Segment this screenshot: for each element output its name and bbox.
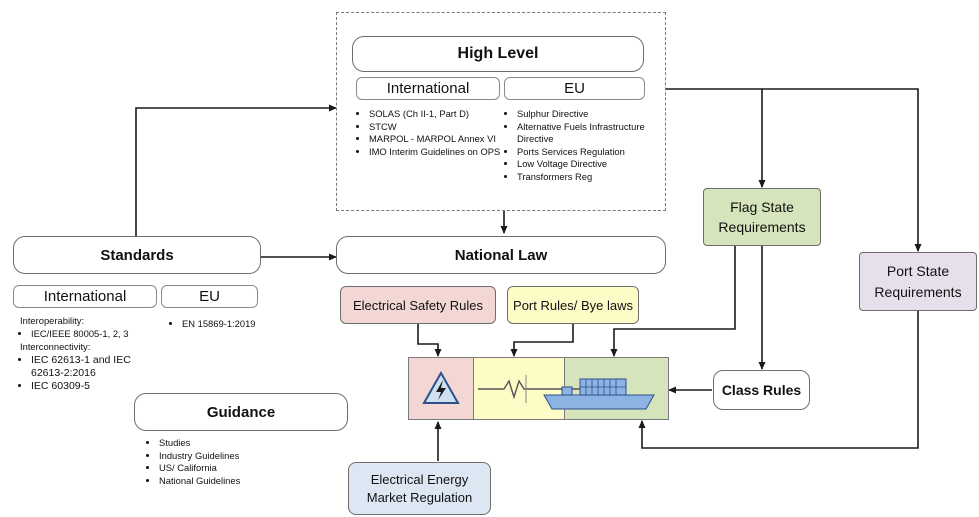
high-level-eu-header: EU [504,77,645,100]
national-law-box: National Law [336,236,666,274]
high-level-eu-label: EU [564,80,585,97]
standards-international-header: International [13,285,157,308]
guidance-box: Guidance [134,393,348,431]
high-voltage-icon [422,371,460,404]
high-level-to-flag-state-connector [666,88,766,188]
flag-state-label: Flag State Requirements [718,199,806,235]
electrical-safety-to-system-connector [417,324,442,357]
list-item: Alternative Fuels Infrastructure Directi… [517,121,663,146]
high-level-to-port-state-connector [762,88,922,252]
flag-state-to-ship-connector [610,246,736,357]
port-rules-label: Port Rules/ Bye laws [513,297,633,313]
list-item: IMO Interim Guidelines on OPS [369,146,511,159]
list-item: US/ California [159,462,309,475]
interconnectivity-list: IEC 62613-1 and IEC 62613-2:2016 IEC 603… [20,354,166,393]
high-level-title: High Level [352,36,644,72]
list-item: EN 15869-1:2019 [182,318,262,331]
list-item: IEC 62613-1 and IEC 62613-2:2016 [31,354,166,380]
national-law-label: National Law [454,246,548,264]
interoperability-label: Interoperability: [20,315,85,326]
standards-title: Standards [100,246,174,264]
high-level-eu-list: Sulphur Directive Alternative Fuels Infr… [506,108,663,184]
guidance-title: Guidance [206,403,276,421]
list-item: SOLAS (Ch II-1, Part D) [369,108,511,121]
port-state-box: Port State Requirements [859,252,977,311]
class-rules-label: Class Rules [721,382,802,398]
guidance-list: Studies Industry Guidelines US/ Californ… [148,437,309,487]
list-item: Low Voltage Directive [517,158,663,171]
interconnectivity-label: Interconnectivity: [20,341,91,352]
high-level-international-label: International [386,80,470,97]
energy-market-box: Electrical Energy Market Regulation [348,462,491,515]
energy-market-label: Electrical Energy Market Regulation [366,471,473,505]
list-item: IEC/IEEE 80005-1, 2, 3 [31,328,171,341]
electrical-safety-rules-label: Electrical Safety Rules [352,297,484,313]
list-item: IEC 60309-5 [31,380,166,393]
container-ship-icon [543,378,655,410]
list-item: Industry Guidelines [159,450,309,463]
class-rules-box: Class Rules [713,370,810,410]
list-item: National Guidelines [159,475,309,488]
standards-international-label: International [43,288,127,305]
electrical-safety-rules-box: Electrical Safety Rules [340,286,496,324]
standards-box: Standards [13,236,261,274]
port-state-to-system-connector [638,311,919,449]
cable-connection-icon [478,375,602,403]
high-level-international-list: SOLAS (Ch II-1, Part D) STCW MARPOL - MA… [358,108,511,158]
standards-eu-header: EU [161,285,258,308]
high-level-group [336,12,666,211]
standards-eu-label: EU [199,288,220,305]
port-state-label: Port State Requirements [874,262,962,300]
port-rules-box: Port Rules/ Bye laws [507,286,639,324]
high-level-international-header: International [356,77,500,100]
list-item: STCW [369,121,511,134]
flag-state-box: Flag State Requirements [703,188,821,246]
list-item: Transformers Reg [517,171,663,184]
list-item: Ports Services Regulation [517,146,663,159]
list-item: MARPOL - MARPOL Annex VI [369,133,511,146]
port-rules-to-system-connector [510,324,574,357]
high-level-title-text: High Level [457,45,539,62]
standards-to-high-level-connector [135,104,337,236]
list-item: Studies [159,437,309,450]
list-item: Sulphur Directive [517,108,663,121]
standards-eu-list: EN 15869-1:2019 [171,318,262,331]
interoperability-list: IEC/IEEE 80005-1, 2, 3 [20,328,171,341]
shore-power-system [408,357,669,420]
